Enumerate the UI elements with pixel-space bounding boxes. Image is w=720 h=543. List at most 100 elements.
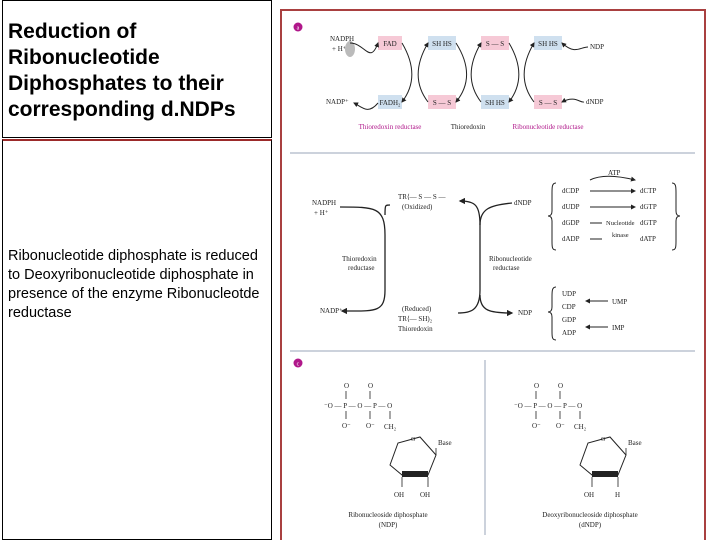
label-thioredoxin: Thioredoxin	[451, 123, 486, 131]
panel-a: a NADPH + H⁺ NADP⁺ FAD FADH₂ SH HS S — S…	[293, 22, 604, 131]
panel-b-ndp: NDP	[518, 309, 532, 317]
slide-title: Reduction of Ribonucleotide Diphosphates…	[8, 20, 236, 121]
brace-dntp	[671, 182, 681, 251]
panel-b-nadp: NADP⁺	[320, 307, 343, 315]
fadh2-box	[378, 95, 402, 109]
arc-rnr-left	[508, 42, 520, 103]
panel-c: c O O ⁻O — P — O — P — O O⁻ O⁻ CH₂	[293, 358, 642, 529]
description-box: Ribonucleotide diphosphate is reduced to…	[2, 139, 272, 540]
title-box: Reduction of Ribonucleotide Diphosphates…	[2, 0, 272, 138]
dndp-caption-2: (dNDP)	[579, 521, 602, 529]
dndp-ring-bold-edge	[592, 471, 618, 477]
figure-panels: a NADPH + H⁺ NADP⁺ FAD FADH₂ SH HS S — S…	[290, 15, 695, 538]
arc-panel-b-left	[339, 206, 386, 315]
panel-b: NADPH + H⁺ NADP⁺ Thioredoxin reductase T…	[312, 169, 681, 341]
sh-hs-label-3: SH HS	[538, 40, 558, 48]
panel-b-atp: ATP	[608, 169, 621, 177]
panel-b-reduced: (Reduced)	[402, 305, 432, 313]
arc-panel-b-right	[457, 197, 481, 314]
ndp-o-minus-2: O⁻	[366, 422, 375, 430]
structure-dndp: O O ⁻O — P — O — P — O O⁻ O⁻ CH₂ O Base	[514, 382, 642, 529]
label-ribonucleotide-reductase: Ribonucleotide reductase	[513, 123, 584, 131]
panel-b-tr-label-1: Thioredoxin	[342, 255, 377, 263]
dndp-list-2: dGDP	[562, 219, 580, 227]
panel-a-nadph: NADPH	[330, 35, 354, 43]
ndp-base: Base	[438, 439, 452, 447]
panel-c-marker	[293, 358, 303, 368]
brace-dndp	[547, 182, 557, 251]
s-s-label-2: S — S	[486, 40, 504, 48]
panel-b-h-plus: + H⁺	[314, 209, 329, 217]
arc-thioredoxin-right	[455, 42, 467, 103]
arc-fad-down	[401, 42, 413, 103]
brace-ndp	[547, 286, 557, 341]
sh-hs-label-2: SH HS	[485, 99, 505, 107]
panel-b-tr-oxidized: TR⟨— S — S —	[398, 193, 446, 201]
dntp-list-3: dATP	[640, 235, 656, 243]
panel-b-kinase-1: Nucleotide	[606, 220, 635, 227]
ndp-phosphate-chain: ⁻O — P — O — P — O	[324, 402, 392, 410]
arc-panel-b-join	[384, 204, 391, 216]
panel-a-ndp: NDP	[590, 43, 604, 51]
arc-panel-b-xdp	[479, 294, 514, 317]
panel-b-oxidized: (Oxidized)	[402, 203, 433, 211]
arc-sh-hs-1	[417, 42, 429, 103]
panel-b-dndp: dNDP	[514, 199, 532, 207]
dntp-list-1: dGTP	[640, 203, 657, 211]
dndp-list-0: dCDP	[562, 187, 579, 195]
arc-sh-hs-3	[523, 42, 535, 103]
panel-b-ump: UMP	[612, 298, 627, 306]
sh-hs-box-1	[428, 36, 456, 50]
dndp-caption-1: Deoxyribonucleoside diphosphate	[542, 511, 637, 519]
dndp-list-1: dUDP	[562, 203, 580, 211]
panel-a-marker-letter: a	[297, 26, 300, 32]
ndp-o-minus-1: O⁻	[342, 422, 351, 430]
panel-a-marker	[293, 22, 303, 32]
fad-label: FAD	[383, 40, 396, 48]
panel-a-h-plus: + H⁺	[332, 45, 347, 53]
dndp-ring-o: O	[601, 437, 606, 443]
dndp-phosphate-chain: ⁻O — P — O — P — O	[514, 402, 582, 410]
dndp-h: H	[615, 491, 620, 499]
panel-b-rnr-label-1: Ribonucleotide	[489, 255, 532, 263]
panel-a-nadp: NADP⁺	[326, 98, 349, 106]
s-s-box-1	[428, 95, 456, 109]
label-thioredoxin-reductase: Thioredoxin reductase	[359, 123, 422, 131]
ndp-o-top-1: O	[344, 382, 349, 390]
dndp-o-minus-2: O⁻	[556, 422, 565, 430]
panel-b-rnr-label-2: reductase	[493, 264, 519, 272]
arc-atp	[589, 175, 636, 182]
ndp-ring-bold-edge	[402, 471, 428, 477]
panel-b-kinase-2: kinase	[612, 232, 629, 239]
fadh2-label: FADH₂	[380, 99, 402, 107]
ndp-oh-1: OH	[394, 491, 404, 499]
ndp-ring-o: O	[411, 437, 416, 443]
ndp-oh-2: OH	[420, 491, 430, 499]
fad-box	[378, 36, 402, 50]
slide-description: Ribonucleotide diphosphate is reduced to…	[8, 248, 260, 321]
arc-nadph-fad	[349, 42, 379, 54]
dndp-o-top-1: O	[534, 382, 539, 390]
dndp-list-3: dADP	[562, 235, 580, 243]
dndp-o-top-2: O	[558, 382, 563, 390]
ndp-o-top-2: O	[368, 382, 373, 390]
sh-hs-label-1: SH HS	[432, 40, 452, 48]
dndp-oh: OH	[584, 491, 594, 499]
dntp-list-0: dCTP	[640, 187, 656, 195]
panel-b-nadph: NADPH	[312, 199, 336, 207]
ndp-list-0: UDP	[562, 290, 576, 298]
ndp-caption-1: Ribonucleoside diphosphate	[348, 511, 427, 519]
ndp-list-3: ADP	[562, 329, 576, 337]
dndp-o-minus-1: O⁻	[532, 422, 541, 430]
ndp-caption-2: (NDP)	[379, 521, 398, 529]
arc-panel-b-ndp	[479, 202, 513, 226]
dndp-base: Base	[628, 439, 642, 447]
panel-b-imp: IMP	[612, 324, 625, 332]
ndp-list-1: CDP	[562, 303, 576, 311]
arc-fadh2-nadp	[353, 102, 379, 110]
panel-a-dndp: dNDP	[586, 98, 604, 106]
structure-ndp: O O ⁻O — P — O — P — O O⁻ O⁻ CH₂ O Base	[324, 382, 452, 529]
s-s-box-2	[481, 36, 509, 50]
arc-s-s-2	[470, 42, 482, 103]
s-s-label-1: S — S	[433, 99, 451, 107]
